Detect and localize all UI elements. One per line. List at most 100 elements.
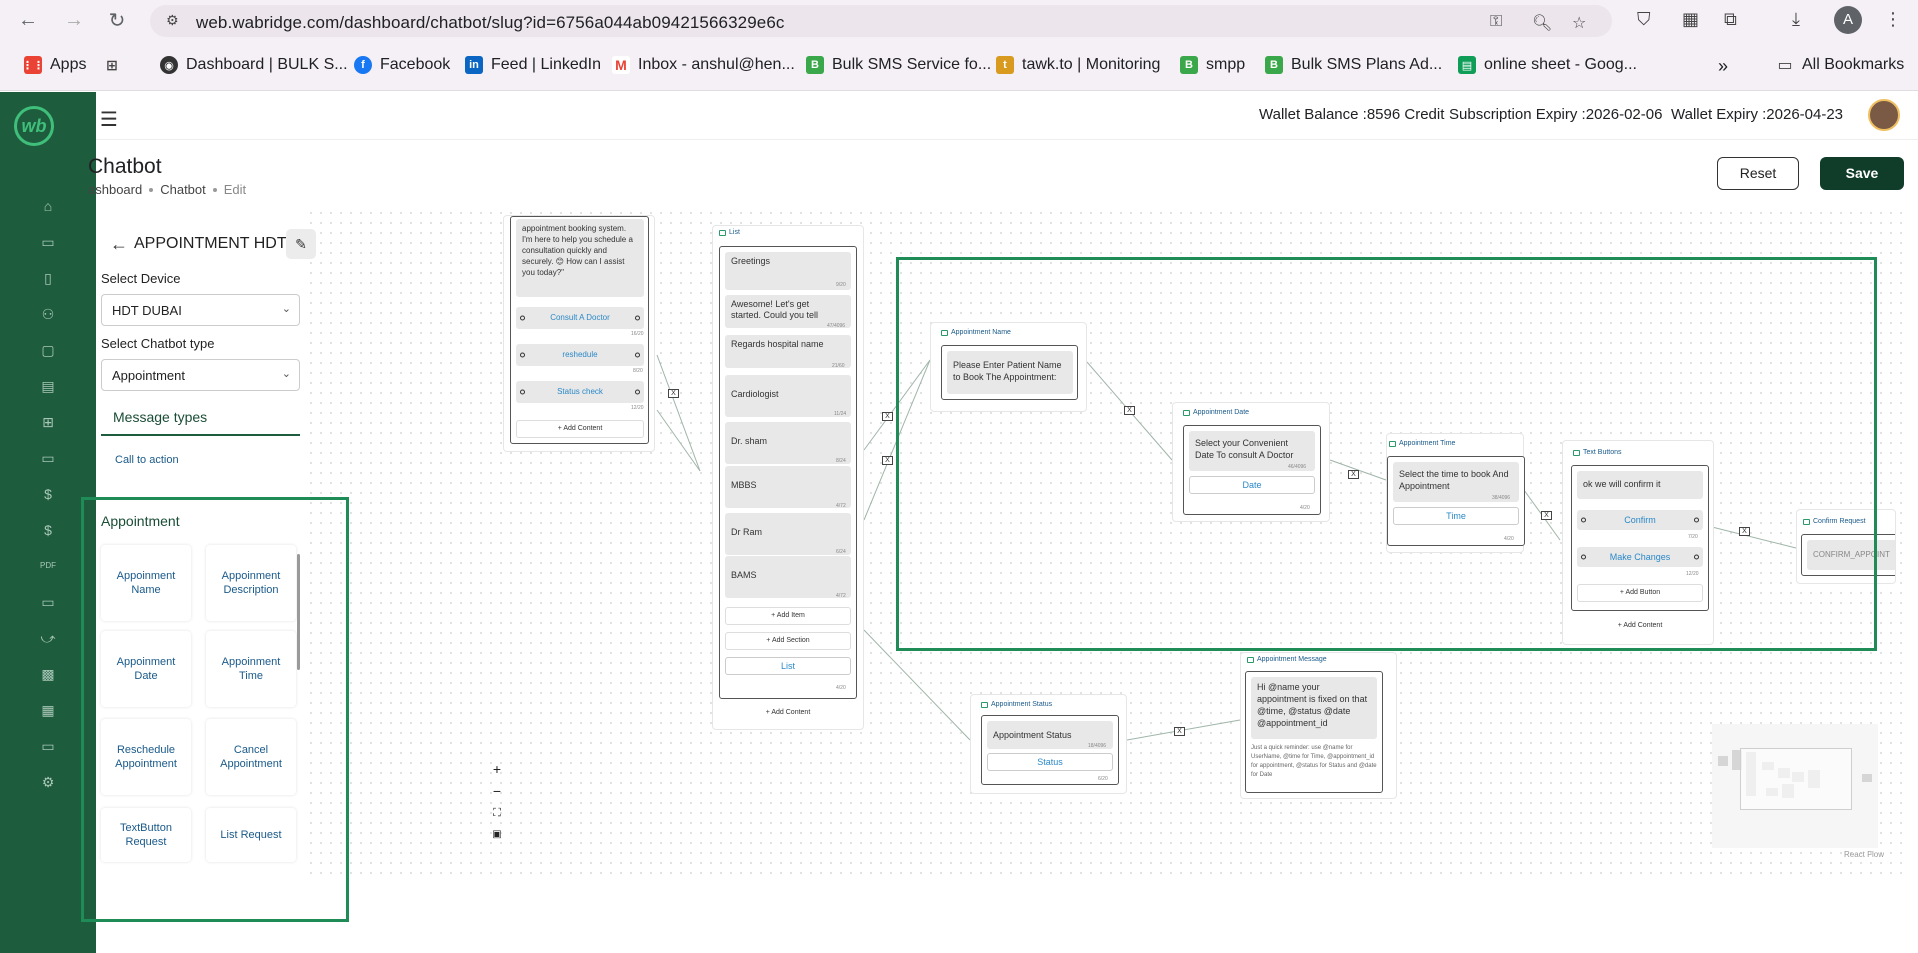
edge-delete-marker[interactable]: X [1348, 470, 1359, 479]
add-content-button[interactable]: + Add Content [719, 706, 857, 722]
profile-avatar[interactable]: A [1834, 6, 1862, 34]
react-flow-attribution[interactable]: React Flow [1844, 850, 1885, 859]
calendar-icon[interactable]: ▦ [41, 702, 55, 718]
confirm-button[interactable]: Confirm [1577, 510, 1703, 530]
fit-view-icon[interactable]: ⛶ [493, 807, 501, 819]
qr-icon[interactable]: ▦ [1682, 9, 1700, 29]
button-status-check[interactable]: Status check [516, 381, 644, 403]
date-button[interactable]: Date [1189, 476, 1315, 494]
list-row-mbbs[interactable]: MBBS [725, 466, 851, 508]
minimap-viewport[interactable] [1740, 748, 1852, 810]
key-icon[interactable]: ⚿ [1490, 13, 1503, 30]
lock-icon[interactable]: ▣ [492, 829, 502, 840]
make-changes-button[interactable]: Make Changes [1577, 547, 1703, 567]
bookmark-all[interactable]: ▭All Bookmarks [1777, 56, 1905, 74]
text-buttons-message[interactable]: ok we will confirm it [1577, 471, 1703, 499]
card-appoinment-time[interactable]: Appoinment Time [206, 631, 296, 707]
inbox-icon[interactable]: ▭ [41, 738, 55, 754]
handle-icon[interactable] [520, 352, 525, 358]
handle-icon[interactable] [1581, 554, 1586, 560]
extensions-icon[interactable]: ⧉ [1724, 9, 1737, 29]
add-section-button[interactable]: + Add Section [725, 632, 851, 650]
chat-icon[interactable]: ▭ [41, 450, 55, 466]
campaign-icon[interactable]: ▭ [41, 234, 55, 250]
dollar-icon[interactable]: $ [44, 486, 52, 502]
handle-icon[interactable] [635, 352, 640, 358]
address-bar[interactable]: ⚙ web.wabridge.com/dashboard/chatbot/slu… [150, 5, 1612, 37]
appointment-message-node[interactable]: Appointment Message Hi @name your appoin… [1240, 652, 1397, 799]
chatbot-type-select[interactable]: Appointment⌄ [101, 359, 300, 391]
list-button[interactable]: List [725, 657, 851, 675]
list-row-dr-sham[interactable]: Dr. sham [725, 422, 851, 464]
list-section-cardiologist[interactable]: Cardiologist [725, 375, 851, 417]
download-icon[interactable]: ⤓ [1792, 9, 1800, 29]
edge-delete-marker[interactable]: X [1174, 727, 1185, 736]
appointment-time-node[interactable]: Appointment Time Select the time to book… [1386, 433, 1525, 553]
card-cancel-appointment[interactable]: Cancel Appointment [206, 719, 296, 795]
status-button[interactable]: Status [987, 753, 1113, 771]
card-appoinment-description[interactable]: Appoinment Description [206, 545, 296, 621]
ticket-icon[interactable]: ▭ [41, 594, 55, 610]
star-icon[interactable]: ☆ [1572, 15, 1587, 32]
flow-icon[interactable]: ⤻ [40, 630, 56, 646]
bookmark-online-sheet[interactable]: ▤online sheet - Goog... [1458, 56, 1637, 74]
list-item-greetings[interactable]: Greetings [725, 252, 851, 290]
handle-icon[interactable] [520, 315, 525, 321]
appointment-message-text[interactable]: Hi @name your appointment is fixed on th… [1251, 677, 1377, 739]
chatbot-icon[interactable]: ▩ [41, 666, 55, 682]
appointment-name-node[interactable]: Appointment Name Please Enter Patient Na… [930, 322, 1087, 412]
zoom-out-button[interactable]: − [492, 783, 502, 799]
save-button[interactable]: Save [1820, 157, 1904, 190]
edge-delete-marker[interactable]: X [668, 389, 679, 398]
add-content-button[interactable]: + Add Content [516, 420, 644, 438]
back-icon[interactable]: ← [18, 8, 38, 31]
contacts-icon[interactable]: ⚇ [41, 306, 55, 322]
extension-shield-icon[interactable]: ⛉ [1637, 9, 1651, 29]
back-arrow-icon[interactable]: ← [110, 234, 128, 254]
handle-icon[interactable] [1694, 554, 1699, 560]
bookmark-apps[interactable]: ⋮⋮Apps [22, 56, 87, 74]
appointment-time-text[interactable]: Select the time to book And Appointment [1393, 462, 1519, 502]
bookmarks-overflow-icon[interactable]: » [1718, 56, 1729, 76]
text-buttons-node[interactable]: Text Buttons ok we will confirm it Confi… [1562, 440, 1714, 645]
list-row-bams[interactable]: BAMS [725, 556, 851, 598]
document-icon[interactable]: ▤ [41, 378, 55, 394]
edge-delete-marker[interactable]: X [1739, 527, 1750, 536]
reload-icon[interactable]: ↻ [108, 9, 126, 32]
appointment-status-node[interactable]: Appointment Status Appointment Status 18… [970, 694, 1127, 794]
appointment-name-text[interactable]: Please Enter Patient Name to Book The Ap… [947, 351, 1073, 394]
appointment-date-node[interactable]: Appointment Date Select your Convenient … [1172, 402, 1330, 522]
list-row-dr-ram[interactable]: Dr Ram [725, 513, 851, 555]
zoom-in-button[interactable]: + [492, 761, 502, 777]
handle-icon[interactable] [635, 389, 640, 395]
user-avatar[interactable] [1868, 99, 1900, 131]
call-to-action-item[interactable]: Call to action [115, 454, 179, 466]
grid-icon[interactable]: ⊞ [42, 414, 54, 430]
appointment-date-text[interactable]: Select your Convenient Date To consult A… [1189, 431, 1315, 471]
card-list-request[interactable]: List Request [206, 808, 296, 862]
card-appoinment-date[interactable]: Appoinment Date [101, 631, 191, 707]
home-icon[interactable]: ⌂ [43, 198, 53, 214]
minimap[interactable] [1712, 724, 1878, 848]
add-item-button[interactable]: + Add Item [725, 607, 851, 625]
appointment-status-text[interactable]: Appointment Status [987, 721, 1113, 749]
edit-name-button[interactable]: ✎ [286, 229, 316, 259]
card-appoinment-name[interactable]: Appoinment Name [101, 545, 191, 621]
pdf-icon[interactable]: PDF [40, 561, 56, 570]
edge-delete-marker[interactable]: X [1541, 511, 1552, 520]
reset-button[interactable]: Reset [1717, 157, 1799, 190]
site-info-icon[interactable]: ⚙ [166, 12, 179, 28]
list-node[interactable]: List Greetings 9/20 Awesome! Let's get s… [712, 225, 864, 730]
breadcrumb-dashboard[interactable]: ashboard [88, 182, 143, 197]
bookmark-tabs-grid[interactable]: ⊞ [103, 56, 129, 74]
add-button-button[interactable]: + Add Button [1577, 584, 1703, 602]
breadcrumb-chatbot[interactable]: Chatbot [160, 182, 206, 197]
bookmark-dashboard[interactable]: ◉Dashboard | BULK S... [160, 56, 348, 74]
edge-delete-marker[interactable]: X [882, 412, 893, 421]
